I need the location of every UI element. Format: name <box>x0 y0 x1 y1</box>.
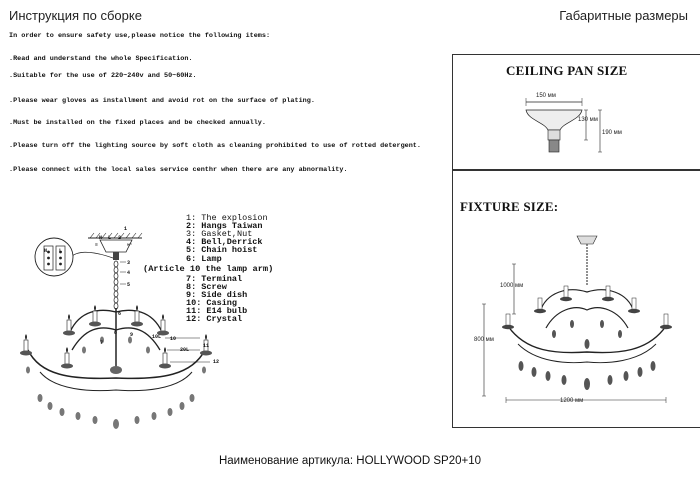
instruction-item: .Please wear gloves as installment and a… <box>9 97 315 105</box>
terminal-label-l: L <box>59 248 63 254</box>
part-item: 2: Hangs Taiwan <box>186 221 263 231</box>
exploded-diagram <box>20 232 212 429</box>
terminal-symbol: ≡ <box>95 242 99 248</box>
part-item: 9: Side dish <box>186 290 248 300</box>
label-n: N <box>99 235 103 241</box>
article-name: Наименование артикула: HOLLYWOOD SP20+10 <box>218 455 482 467</box>
pan-total-label: 190 мм <box>602 130 622 136</box>
instruction-item: .Please connect with the local sales ser… <box>9 166 348 174</box>
callout-10: 10 <box>170 336 177 342</box>
instruction-intro: In order to ensure safety use,please not… <box>9 32 271 40</box>
dimensions-title: Габаритные размеры <box>559 8 688 23</box>
callout-4: 4 <box>127 270 131 276</box>
callout-11: 11 <box>203 343 210 349</box>
fixture-width-label: 1200 мм <box>560 398 584 404</box>
page-title: Инструкция по сборке <box>9 8 142 23</box>
part-item: 6: Lamp <box>186 254 222 264</box>
callout-8: 8 <box>114 330 118 336</box>
part-item: 5: Chain hoist <box>186 245 258 255</box>
callout-12: 12 <box>213 359 220 365</box>
callout-7: 7 <box>100 340 104 346</box>
part-item: 8: Screw <box>186 282 227 292</box>
instruction-item: .Please turn off the lighting source by … <box>9 142 421 150</box>
part-item: 7: Terminal <box>186 274 243 284</box>
fixture-drop-label: 1000 мм <box>500 283 524 289</box>
ceiling-pan-box <box>452 54 700 170</box>
callout-3: 3 <box>127 260 131 266</box>
callout-1: 1 <box>124 226 128 232</box>
ceiling-pan-drawing <box>525 98 602 153</box>
part-item: 11: E14 bulb <box>186 306 248 316</box>
fixture-drawing <box>482 235 672 403</box>
pan-height-label: 130 мм <box>578 117 598 123</box>
callout-9: 9 <box>130 332 134 338</box>
fixture-height-label: 800 мм <box>474 337 494 343</box>
fixture-heading: FIXTURE SIZE: <box>460 199 559 214</box>
label-10l: 10L <box>152 334 162 340</box>
label-l: L <box>108 235 112 241</box>
ceiling-pan-heading: CEILING PAN SIZE <box>506 63 628 78</box>
part-item: 4: Bell,Derrick <box>186 237 263 247</box>
part-item: 12: Crystal <box>186 314 243 324</box>
instruction-item: .Read and understand the whole Specifica… <box>9 55 193 63</box>
part-item: 10: Casing <box>186 298 238 308</box>
terminal-symbol: ∞ <box>127 242 131 248</box>
callout-5: 5 <box>127 282 131 288</box>
part-item: 1: The explosion <box>186 213 268 223</box>
fixture-box <box>452 170 700 428</box>
instruction-item: .Must be installed on the fixed places a… <box>9 119 266 127</box>
label-20l: 20L <box>180 347 190 353</box>
dimensions-panel: CEILING PAN SIZE 150 мм 130 мм 190 мм FI… <box>452 46 700 428</box>
terminal-label-n: N <box>44 248 48 254</box>
part-note: (Article 10 the lamp arm) <box>143 264 274 274</box>
instruction-item: .Suitable for the use of 220~240v and 50… <box>9 72 197 80</box>
callout-6: 6 <box>118 311 122 317</box>
pan-width-label: 150 мм <box>536 93 556 99</box>
callout-2: 2 <box>118 235 122 241</box>
part-item: 3: Gasket,Nut <box>186 229 253 239</box>
